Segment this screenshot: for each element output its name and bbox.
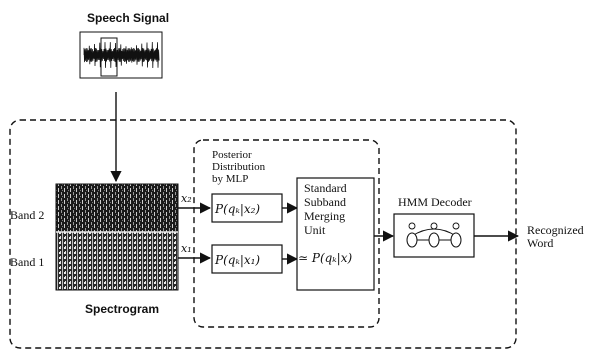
merging-line3: Merging — [304, 209, 345, 223]
posterior-band2-text: P(qₖ|x₂) — [214, 202, 260, 216]
x1-label: x₁ — [181, 242, 192, 255]
speech-waveform — [79, 31, 163, 79]
posterior-box-band2 — [211, 193, 283, 223]
hmm-decoder-box — [393, 213, 475, 258]
recognized-word-line2: Word — [527, 236, 553, 250]
spectrogram — [55, 183, 179, 291]
x2-label: x₂ — [181, 192, 192, 205]
merging-line1: Standard — [304, 181, 347, 195]
merging-line2: Subband — [304, 195, 346, 209]
merging-output-text: ≃ P(qₖ|x) — [298, 251, 352, 265]
merging-line4: Unit — [304, 223, 326, 237]
recognized-word-line1: Recognized — [527, 223, 584, 237]
mlp-title-line3: by MLP — [212, 173, 248, 185]
spectrogram-label: Spectrogram — [85, 302, 159, 316]
hmm-decoder-label: HMM Decoder — [398, 195, 472, 209]
mlp-boundary — [193, 139, 380, 328]
posterior-box-band1 — [211, 244, 283, 274]
band-1-label: Band 1 — [10, 255, 44, 269]
analysis-window — [100, 37, 118, 77]
merging-unit-box — [296, 177, 375, 291]
speech-signal-label: Speech Signal — [87, 11, 169, 25]
mlp-title-line1: Posterior — [212, 149, 252, 161]
mlp-title-line2: Distribution — [212, 161, 266, 173]
band-2-label: Band 2 — [10, 208, 44, 222]
posterior-band1-text: P(qₖ|x₁) — [214, 253, 260, 267]
